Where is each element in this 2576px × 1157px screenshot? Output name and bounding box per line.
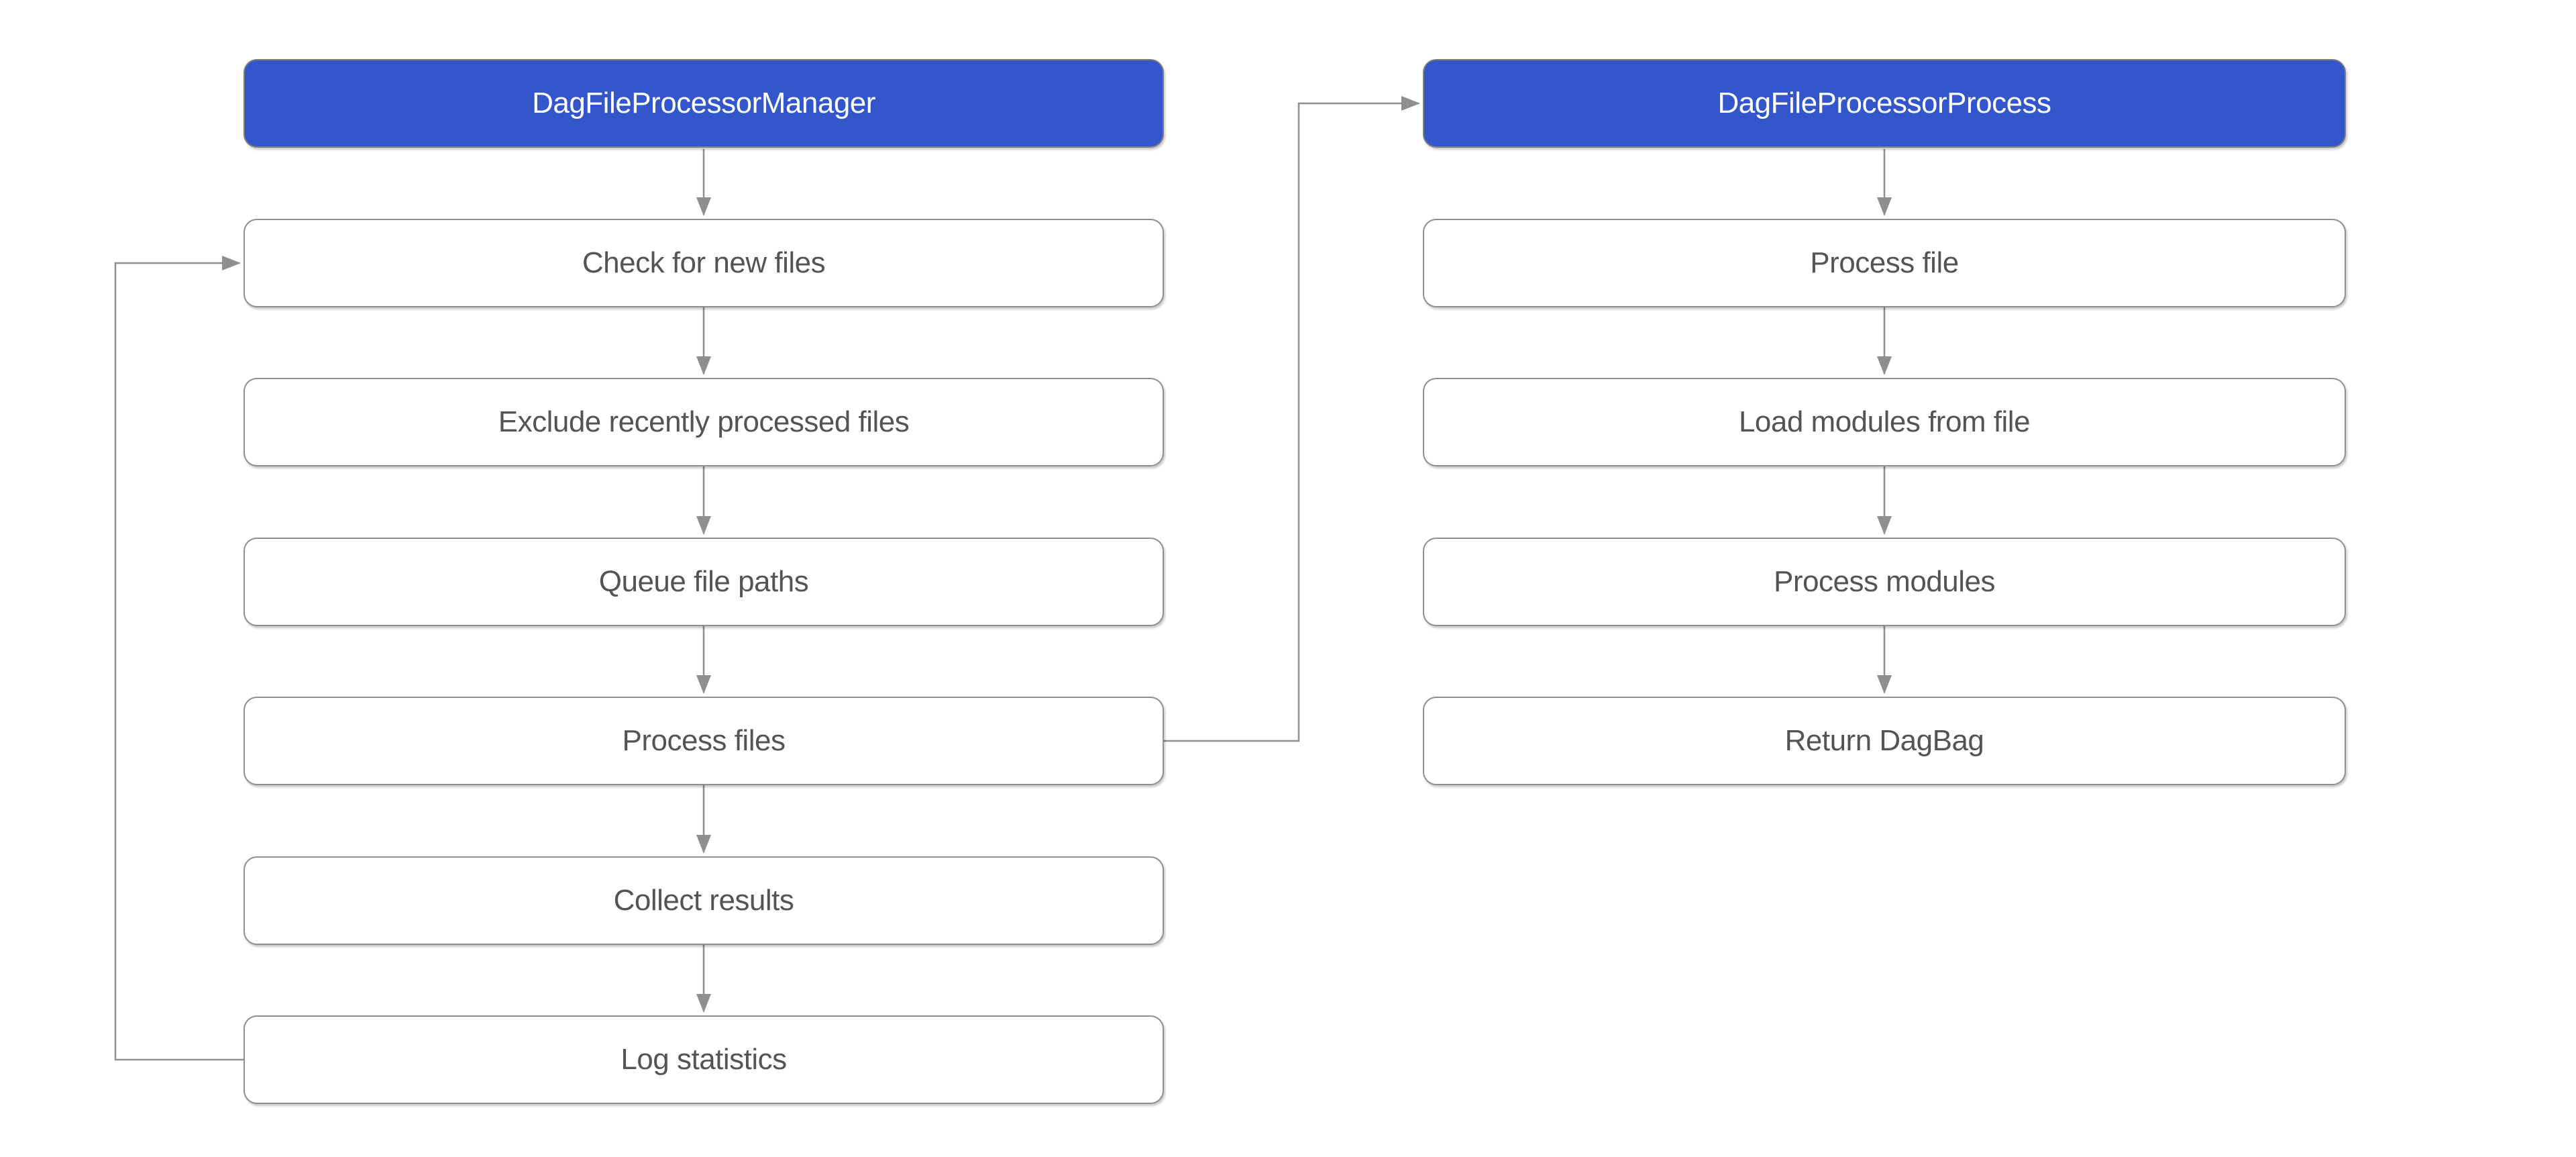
edge-log-statistics-loop-back-to-check — [114, 256, 244, 1061]
flow-node-exclude-recently-processed-files: Exclude recently processed files — [244, 378, 1164, 466]
flow-node-process-files: Process files — [244, 697, 1164, 785]
header-dag-file-processor-process: DagFileProcessorProcess — [1423, 59, 2346, 148]
flow-node-check-for-new-files: Check for new files — [244, 219, 1164, 307]
flow-node-return-dagbag: Return DagBag — [1423, 697, 2346, 785]
flow-node-process-file: Process file — [1423, 219, 2346, 307]
flow-node-log-statistics: Log statistics — [244, 1015, 1164, 1104]
flow-node-process-modules: Process modules — [1423, 538, 2346, 626]
flow-node-load-modules-from-file: Load modules from file — [1423, 378, 2346, 466]
edge-process-files-to-process-header — [1164, 96, 1420, 742]
header-dag-file-processor-manager: DagFileProcessorManager — [244, 59, 1164, 148]
flow-node-collect-results: Collect results — [244, 856, 1164, 945]
flow-node-queue-file-paths: Queue file paths — [244, 538, 1164, 626]
